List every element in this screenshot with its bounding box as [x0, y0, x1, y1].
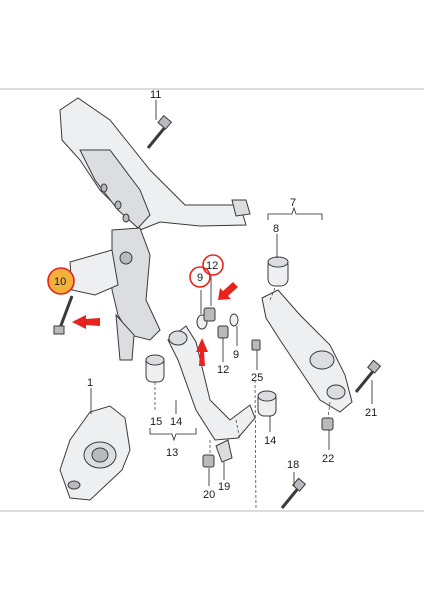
subframe: [59, 97, 251, 361]
control-arm-14: [167, 325, 256, 441]
clip-19: [215, 439, 233, 463]
guide-line-3: [269, 287, 276, 301]
bushing-8: [267, 256, 289, 287]
bolt-11: [146, 115, 173, 149]
bolt-10: [53, 295, 74, 335]
guide-line-4: [254, 379, 257, 511]
washer-9-b: [229, 313, 239, 327]
bolt-21: [354, 359, 382, 393]
bracket-7: [267, 206, 323, 220]
label-11: 11: [150, 89, 161, 101]
label-13: 13: [166, 447, 178, 459]
label-9a: 9: [197, 272, 203, 284]
guide-line-6: [327, 401, 331, 419]
bracket-13: [149, 428, 197, 442]
label-14a: 14: [170, 416, 182, 428]
label-14b: 14: [264, 435, 276, 447]
nut-22: [321, 417, 334, 431]
highlight-ring-9: [189, 266, 211, 288]
link-7: [261, 289, 353, 413]
highlight-ring-12: [202, 254, 224, 276]
bushing-15: [145, 354, 165, 383]
label-7: 7: [290, 197, 296, 209]
arrow-up-icon: [196, 338, 208, 366]
bolt-18: [280, 477, 307, 509]
nut-20: [202, 454, 215, 468]
label-12a: 12: [206, 260, 218, 272]
label-21: 21: [365, 407, 377, 419]
bolt-25: [251, 339, 261, 351]
label-20: 20: [203, 489, 215, 501]
label-12b: 12: [217, 364, 229, 376]
guide-line-2: [235, 419, 241, 441]
nut-12-b: [217, 325, 229, 339]
nut-12: [203, 307, 216, 322]
bushing-14-right: [257, 390, 277, 417]
arrow-down-left-icon: [218, 282, 238, 300]
highlight-ring-10: [47, 267, 75, 295]
label-10: 10: [54, 276, 66, 288]
label-8: 8: [273, 223, 279, 235]
label-15: 15: [150, 416, 162, 428]
label-22: 22: [322, 453, 334, 465]
label-25: 25: [251, 372, 263, 384]
label-9b: 9: [233, 349, 239, 361]
label-1: 1: [87, 377, 93, 389]
arrow-left-icon: [72, 315, 100, 329]
label-19: 19: [218, 481, 230, 493]
mount-1: [59, 405, 131, 501]
label-18: 18: [287, 459, 299, 471]
